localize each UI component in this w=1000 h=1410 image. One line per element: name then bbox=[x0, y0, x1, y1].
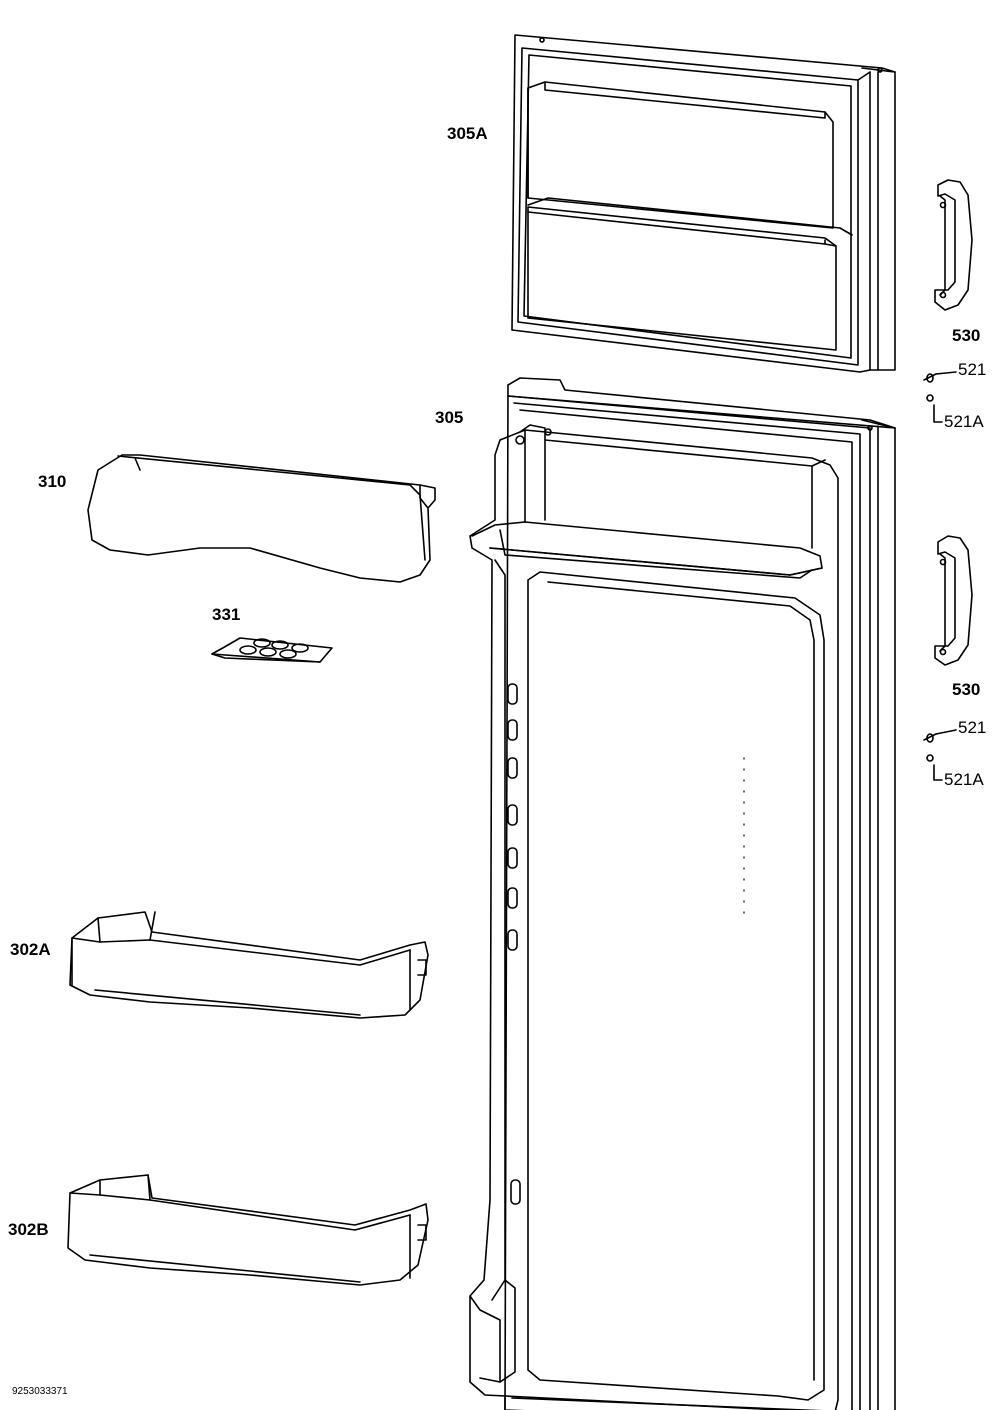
label-521-upper: 521 bbox=[958, 360, 987, 379]
label-310: 310 bbox=[38, 472, 67, 491]
label-305A: 305A bbox=[447, 124, 488, 143]
screw-521-lower bbox=[924, 730, 956, 742]
label-530-upper: 530 bbox=[952, 326, 981, 345]
label-302B: 302B bbox=[8, 1220, 49, 1239]
cap-521A-lower bbox=[927, 755, 942, 780]
screw-521-upper bbox=[924, 372, 956, 382]
fridge-door-305 bbox=[470, 378, 895, 1410]
handle-530-lower bbox=[935, 536, 972, 665]
door-shelf-302B bbox=[68, 1175, 428, 1285]
egg-tray-331 bbox=[212, 638, 332, 662]
label-530-lower: 530 bbox=[952, 680, 981, 699]
label-331: 331 bbox=[212, 605, 241, 624]
door-shelf-302A bbox=[70, 912, 428, 1018]
document-number: 9253033371 bbox=[12, 1386, 68, 1397]
label-521A-upper: 521A bbox=[944, 412, 984, 431]
label-521-lower: 521 bbox=[958, 718, 987, 737]
label-302A: 302A bbox=[10, 940, 51, 959]
freezer-door-305A bbox=[512, 35, 895, 372]
cap-521A-upper bbox=[927, 395, 942, 422]
dairy-cover-310 bbox=[88, 455, 435, 582]
label-305: 305 bbox=[435, 408, 464, 427]
label-521A-lower: 521A bbox=[944, 770, 984, 789]
handle-530-upper bbox=[935, 180, 972, 310]
